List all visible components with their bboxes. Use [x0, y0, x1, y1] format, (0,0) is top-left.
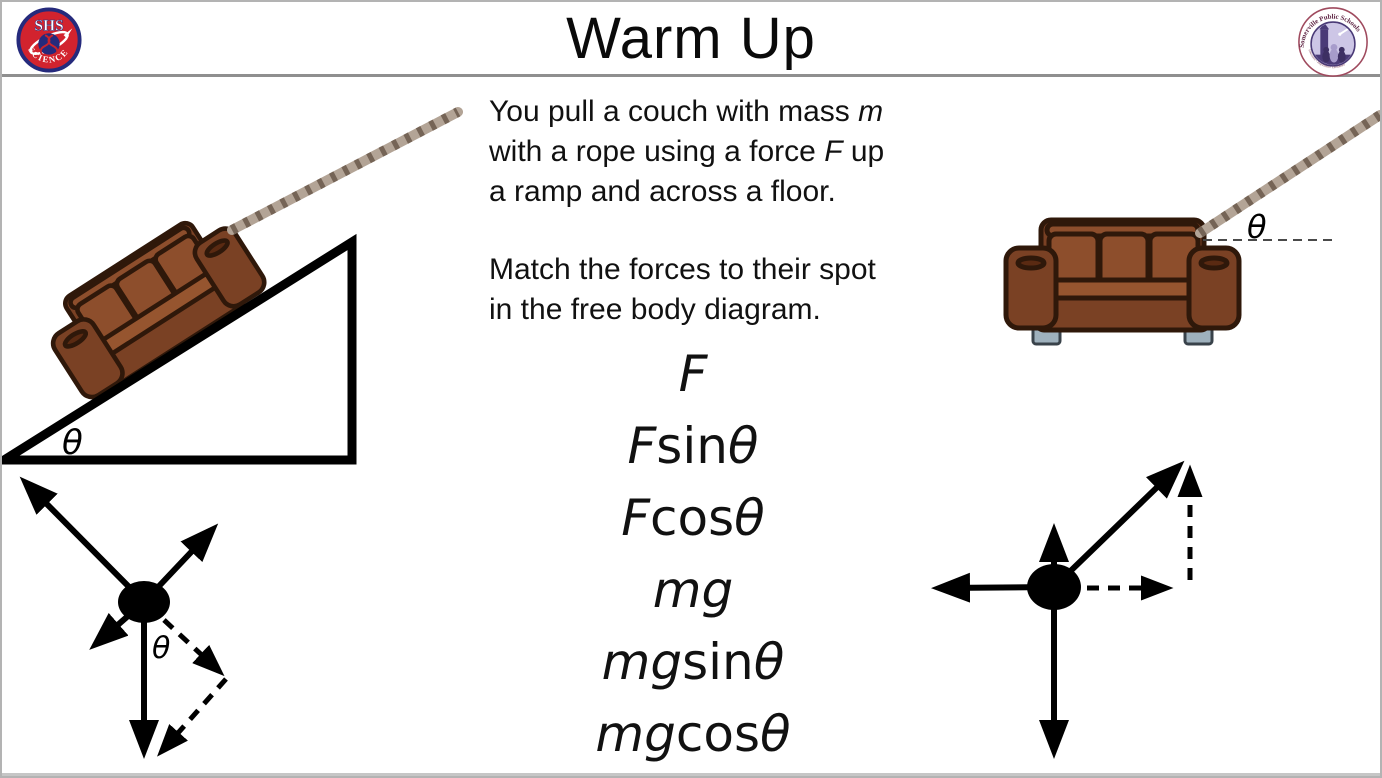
floor-fbd-applied-arrow: [1051, 460, 1185, 590]
problem-line: in the free body diagram.: [489, 293, 821, 326]
seal-artwork: [1312, 23, 1354, 65]
bottom-bar: [2, 773, 1380, 776]
problem-line: Match the forces to their spot: [489, 253, 876, 286]
orbit-arrow-icon: [63, 28, 73, 39]
problem-line: You pull a couch with mass m: [489, 95, 884, 128]
ramp-angle-label: θ: [62, 423, 83, 463]
ramp-fbd: θ: [19, 476, 228, 759]
force-label-list: F Fsinθ Fcosθ mg mgsinθ mgcosθ: [493, 338, 893, 770]
floor-fbd-particle-dot: [1027, 564, 1081, 610]
problem-line: a ramp and across a floor.: [489, 175, 836, 208]
force-label-Fcos[interactable]: Fcosθ: [621, 489, 765, 547]
tower-icon: [1319, 23, 1330, 30]
shs-logo-text-top: SHS: [34, 17, 63, 34]
ramp-fbd-component-dashed-arrow: [157, 677, 228, 757]
floor-rope: [1195, 110, 1380, 238]
figure-icon: [1330, 43, 1338, 51]
page-title: Warm Up: [566, 6, 816, 71]
floor-couch: [1006, 220, 1239, 346]
ramp-triangle: [2, 233, 357, 465]
ramp-rope: [227, 107, 463, 235]
force-label-mgsin[interactable]: mgsinθ: [601, 633, 785, 691]
problem-text: You pull a couch with mass m with a rope…: [489, 92, 884, 330]
ramp-fbd-particle-dot: [118, 581, 170, 623]
header-divider: [2, 74, 1380, 77]
floor-fbd: [931, 460, 1203, 759]
force-label-mgcos[interactable]: mgcosθ: [595, 705, 791, 763]
dna-icon: [47, 34, 59, 58]
somerville-public-schools-logo: Somerville Public Schools Education • In…: [1298, 7, 1368, 77]
floor-rope-angle-label: θ: [1247, 208, 1267, 246]
ramp-fbd-component-dashed-arrow: [162, 618, 225, 677]
force-label-mg[interactable]: mg: [652, 561, 734, 619]
force-label-Fsin[interactable]: Fsinθ: [627, 417, 759, 475]
ramp-fbd-angle-label: θ: [152, 631, 170, 666]
problem-line: with a rope using a force F up: [489, 135, 885, 168]
ramp-fbd-normal-arrow: [19, 476, 147, 605]
force-label-F[interactable]: F: [678, 345, 708, 403]
shs-science-logo: SHS SCIENCE: [16, 7, 82, 73]
